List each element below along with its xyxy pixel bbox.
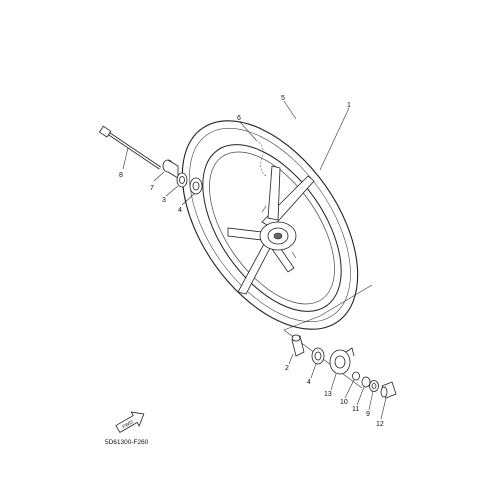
wheel-spokes xyxy=(227,165,315,295)
callout-13: 13 xyxy=(324,391,332,398)
washer xyxy=(361,376,371,388)
drawing-code: 5D61300-F260 xyxy=(105,439,149,446)
callout-5: 5 xyxy=(281,95,285,102)
valve-detail xyxy=(255,139,267,177)
fwd-label: FWD xyxy=(121,419,134,430)
callout-10: 10 xyxy=(340,399,348,406)
bearing-right xyxy=(311,347,325,365)
spacer-right xyxy=(291,334,305,357)
callout-7: 7 xyxy=(150,185,154,192)
nut xyxy=(369,380,379,392)
oil-seal-left xyxy=(176,172,188,188)
callout-12: 12 xyxy=(376,421,384,428)
callout-4: 4 xyxy=(178,207,182,214)
spacer-left xyxy=(162,159,179,179)
wheel-hub xyxy=(259,205,297,259)
callout-1: 1 xyxy=(347,102,351,109)
callout-8: 8 xyxy=(119,172,123,179)
callout-9: 9 xyxy=(366,411,370,418)
callout-3: 3 xyxy=(162,197,166,204)
fwd-arrow-icon: FWD xyxy=(115,411,145,434)
callout-6: 6 xyxy=(237,115,241,122)
rim xyxy=(202,144,342,312)
gear-unit xyxy=(329,347,355,375)
bearing-left xyxy=(189,177,203,195)
axle xyxy=(98,125,161,170)
collar xyxy=(352,371,360,381)
cap xyxy=(380,381,397,399)
callout-11: 11 xyxy=(352,406,359,413)
callout-2: 2 xyxy=(285,365,289,372)
callout-4-right: 4 xyxy=(307,379,311,386)
leader-lines xyxy=(122,100,387,420)
